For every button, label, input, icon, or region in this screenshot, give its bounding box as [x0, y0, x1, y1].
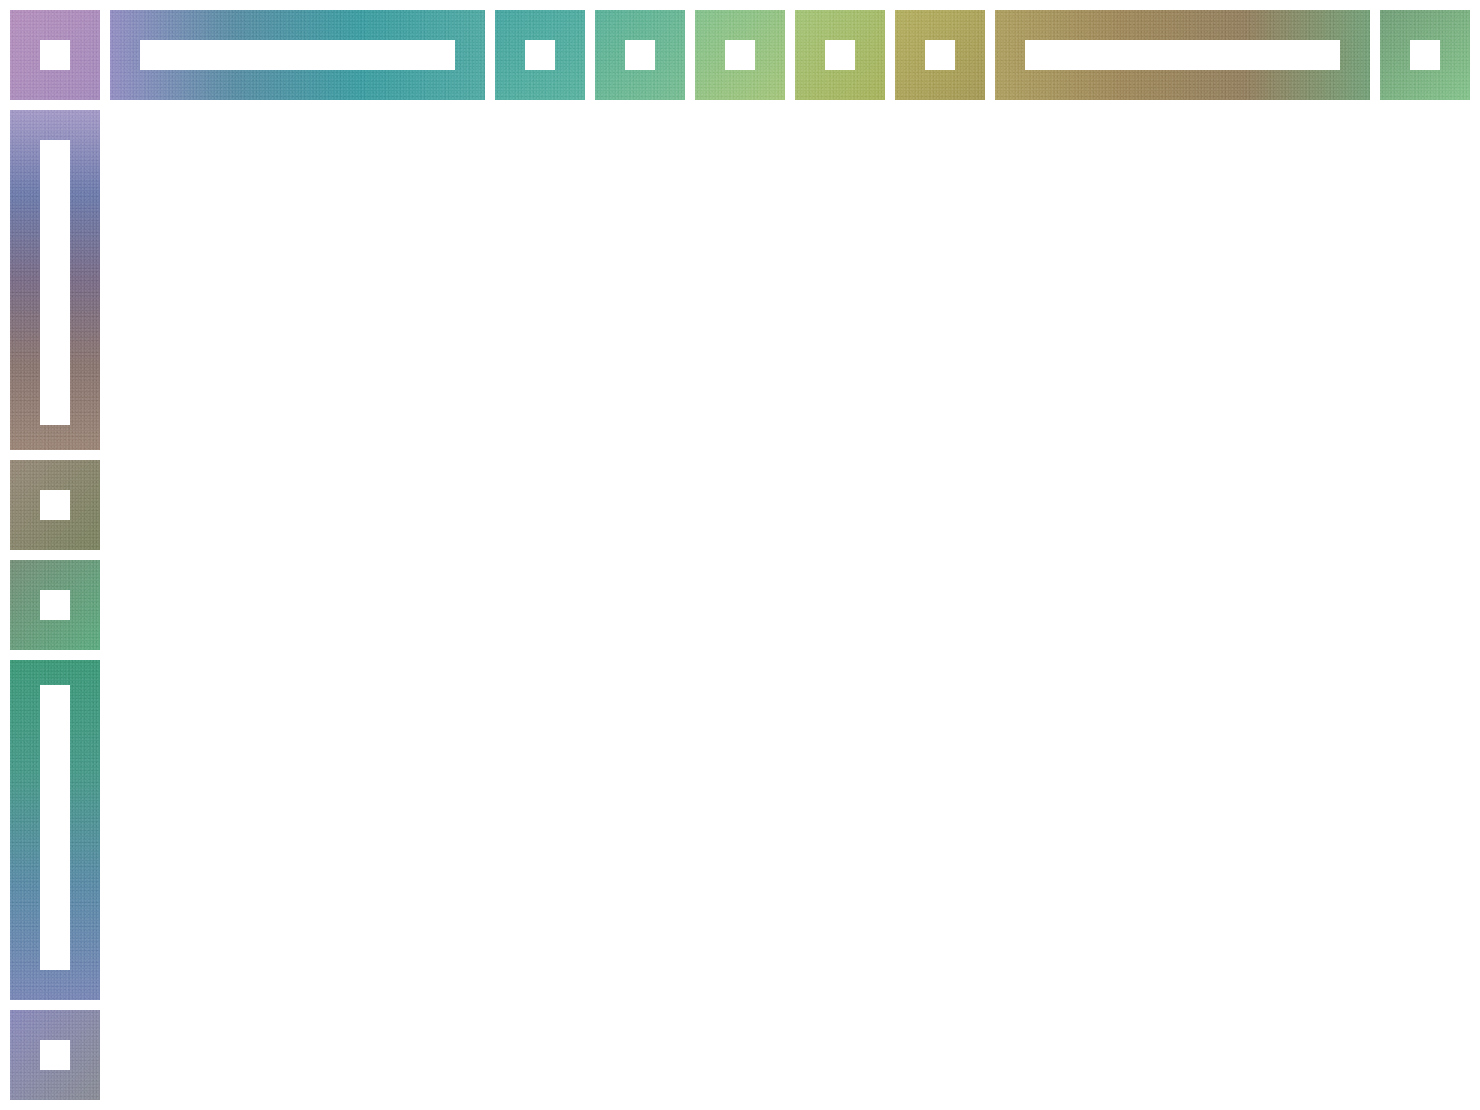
tile-cutout	[140, 40, 455, 70]
square-tile-1	[10, 10, 100, 100]
square-tile-3	[595, 10, 685, 100]
tile-cutout	[1410, 40, 1440, 70]
tile-cutout	[40, 490, 70, 520]
tile-cutout	[925, 40, 955, 70]
square-tile-8	[10, 460, 100, 550]
wide-tile-1	[110, 10, 485, 100]
square-tile-10	[10, 1010, 100, 1100]
square-tile-2	[495, 10, 585, 100]
square-tile-5	[795, 10, 885, 100]
tall-tile-2	[10, 660, 100, 1000]
tile-cutout	[725, 40, 755, 70]
tall-tile-1	[10, 110, 100, 450]
tile-cutout	[625, 40, 655, 70]
tile-cutout	[825, 40, 855, 70]
tile-cutout	[40, 40, 70, 70]
square-tile-6	[895, 10, 985, 100]
square-tile-9	[10, 560, 100, 650]
tile-cutout	[40, 685, 70, 970]
tile-cutout	[40, 590, 70, 620]
tile-cutout	[40, 140, 70, 425]
square-tile-7	[1380, 10, 1470, 100]
wide-tile-2	[995, 10, 1370, 100]
square-tile-4	[695, 10, 785, 100]
tile-cutout	[525, 40, 555, 70]
tile-cutout	[40, 1040, 70, 1070]
tile-cutout	[1025, 40, 1340, 70]
